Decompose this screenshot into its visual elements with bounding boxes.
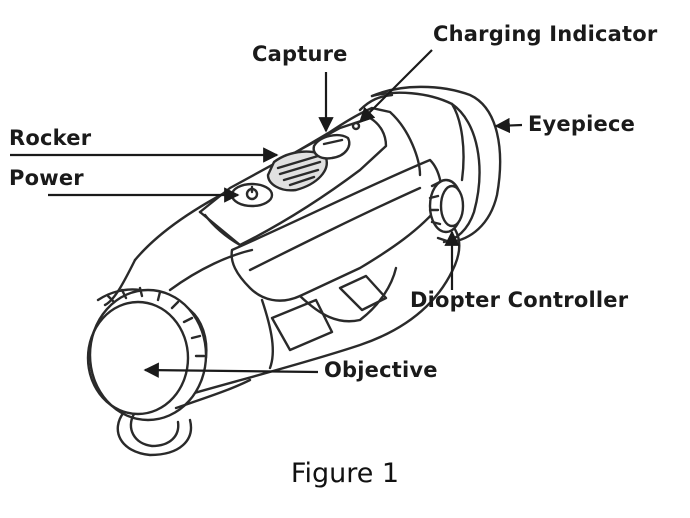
- objective-part: [86, 248, 254, 457]
- diopter-knob-part: [428, 178, 465, 234]
- charging-indicator-part: [351, 121, 361, 131]
- rocker-label: Rocker: [9, 126, 92, 150]
- capture-label: Capture: [252, 42, 348, 66]
- charging-indicator-label: Charging Indicator: [433, 22, 658, 46]
- rocker-part: [266, 150, 328, 192]
- eyepiece-leader: [494, 117, 523, 134]
- capture-button-part: [312, 134, 351, 160]
- figure-caption: Figure 1: [290, 458, 400, 489]
- power-label: Power: [9, 166, 84, 190]
- objective-label: Objective: [324, 358, 438, 382]
- diopter-controller-label: Diopter Controller: [410, 288, 629, 312]
- eyepiece-label: Eyepiece: [528, 112, 636, 136]
- objective-leader: [143, 362, 319, 378]
- charging-indicator-leader: [358, 49, 433, 124]
